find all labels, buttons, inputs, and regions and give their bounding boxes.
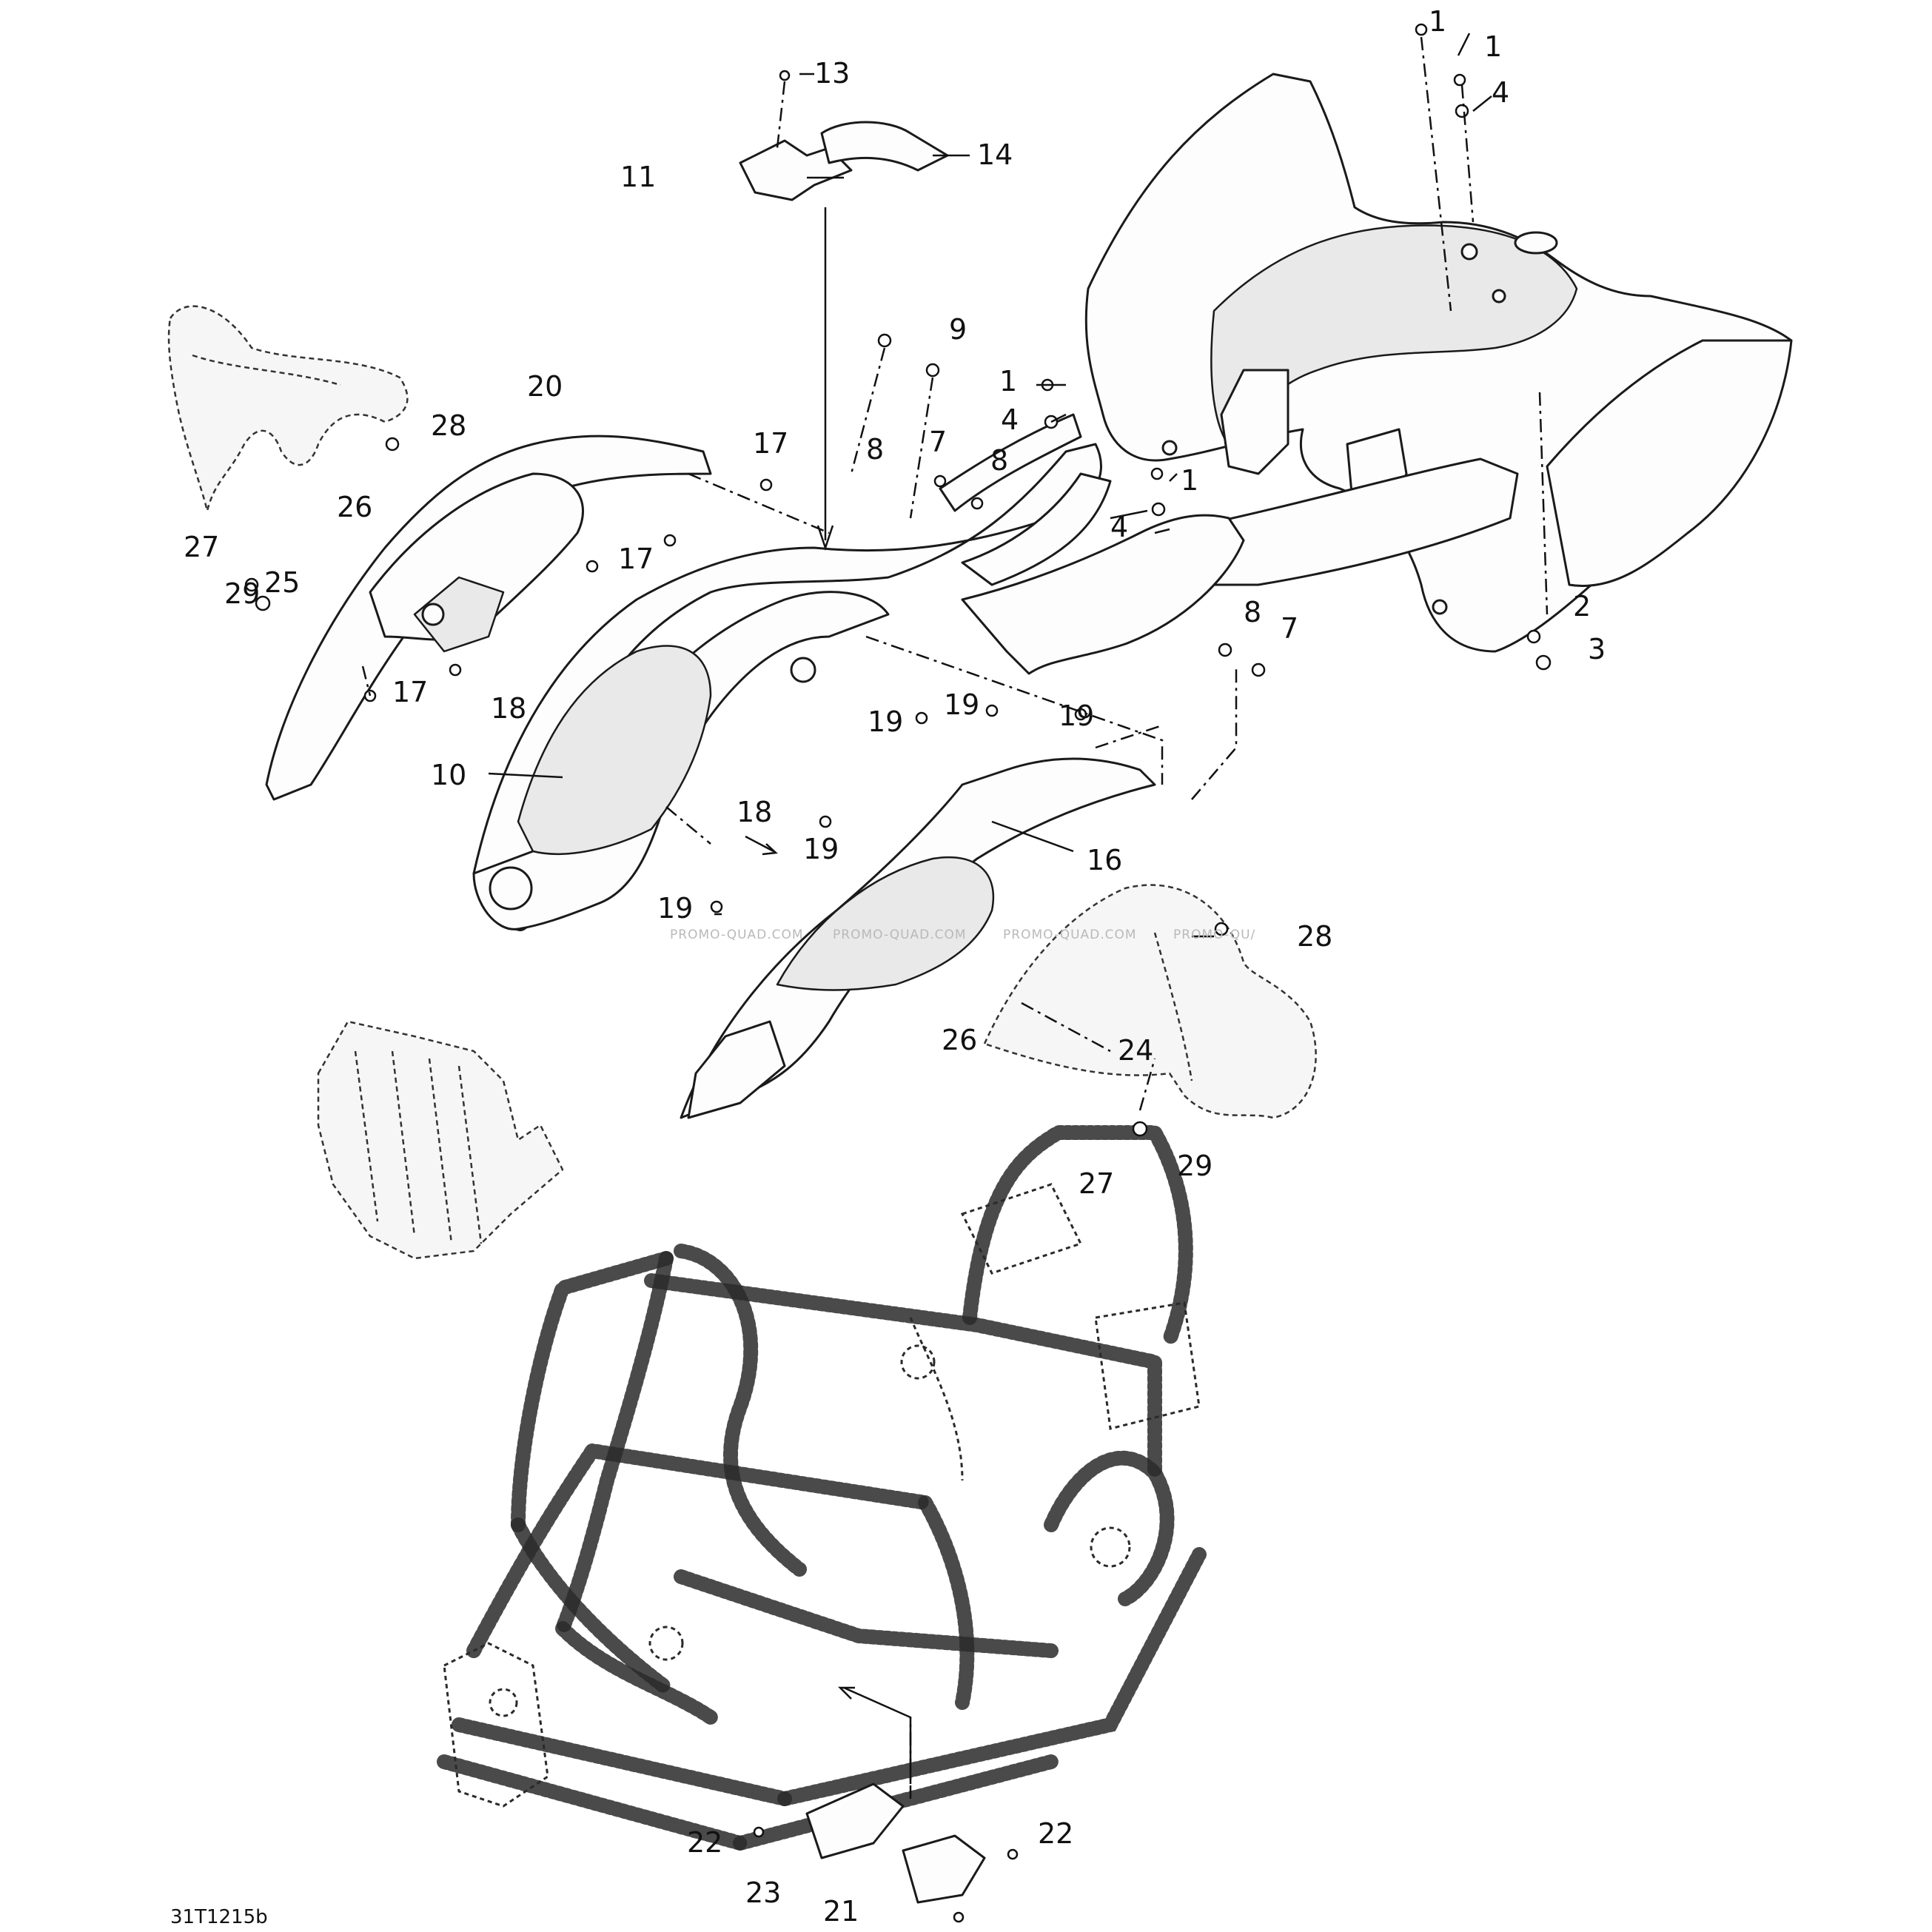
callout-23: 23 [745,1876,781,1909]
rear-fender [1084,73,1793,653]
callout-22: 22 [1038,1817,1073,1850]
upper-side-panel [265,435,712,801]
front-body-panel [472,443,1112,932]
callout-26: 26 [942,1024,977,1056]
callout-16: 16 [1087,844,1122,876]
callout-29: 29 [1177,1150,1212,1182]
seat-ghost [167,305,409,512]
callout-4: 4 [1001,403,1019,436]
callout-21: 21 [823,1895,859,1928]
callout-4: 4 [1492,76,1509,109]
callout-1: 1 [1181,464,1198,497]
lower-side-panel [680,757,1156,1119]
callout-27: 27 [1079,1167,1114,1200]
lower-brackets [805,1782,986,1904]
callout-4: 4 [1110,511,1128,543]
watermark: PROMO-QUAD.COM [833,928,967,942]
assembly-lines [361,36,1549,1799]
callout-7: 7 [1281,612,1298,645]
watermark: PROMO-QUAD.COM [1003,928,1137,942]
callout-29: 29 [224,577,260,610]
callout-13: 13 [814,57,850,90]
callout-1: 1 [999,365,1017,398]
callout-8: 8 [866,433,884,466]
callout-14: 14 [977,138,1013,171]
callout-11: 11 [620,161,656,193]
front-fender-ghost [983,884,1317,1119]
chassis-frame [437,1125,1207,1851]
callout-28: 28 [1297,920,1332,953]
callout-19: 19 [1059,700,1094,732]
callout-labels: 1 1 4 13 14 11 9 1 4 8 7 8 1 4 20 28 17 … [184,5,1606,1928]
callout-1: 1 [1429,5,1446,38]
callout-17: 17 [392,676,428,708]
callout-19: 19 [868,705,903,738]
fasteners [244,23,1552,1923]
callout-28: 28 [431,409,466,442]
callout-17: 17 [618,543,654,575]
leader-lines [488,33,1492,1784]
callout-9: 9 [949,313,967,346]
callout-7: 7 [929,426,947,458]
watermark: PROMO-QUAD.COM [670,928,804,942]
callout-17: 17 [753,427,788,460]
callout-18: 18 [491,692,526,725]
callout-8: 8 [990,444,1008,477]
callout-18: 18 [737,796,772,828]
watermark-strip: PROMO-QUAD.COM PROMO-QUAD.COM PROMO-QUAD… [670,928,1255,942]
callout-27: 27 [184,531,219,563]
callout-24: 24 [1118,1034,1153,1067]
drawing-reference-code: 31T1215b [170,1906,268,1928]
callout-19: 19 [944,688,979,721]
callout-19: 19 [657,892,693,925]
callout-8: 8 [1244,596,1261,628]
side-rail-panel [939,413,1245,675]
callout-3: 3 [1588,633,1606,665]
top-cover [739,121,949,201]
radiator-ghost [317,1020,564,1260]
callout-2: 2 [1573,590,1591,623]
callout-22: 22 [687,1826,722,1859]
callout-26: 26 [337,491,372,523]
watermark: PROMO-QU/ [1173,928,1255,942]
callout-20: 20 [527,370,563,403]
callout-25: 25 [264,566,300,599]
callout-19: 19 [803,833,839,865]
callout-1: 1 [1484,30,1502,63]
callout-10: 10 [431,759,466,791]
